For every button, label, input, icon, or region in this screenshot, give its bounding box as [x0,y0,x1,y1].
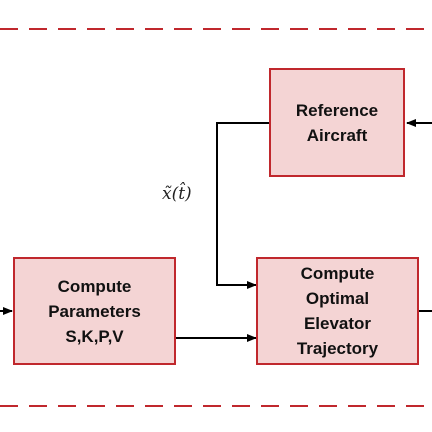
block-label-line: Compute [57,276,132,296]
block-label-line: Compute [300,264,375,283]
block-label-line: Trajectory [296,339,379,358]
block-label-line: Reference [295,100,379,120]
block-label-line: Parameters [48,301,141,321]
compute-parameters-block: Compute Parameters S,K,P,V [13,257,176,365]
reference-aircraft-block: Reference Aircraft [269,68,405,177]
compute-parameters-label: Compute Parameters S,K,P,V [48,274,141,349]
block-label-line: Aircraft [306,125,368,145]
block-label-line: Optimal [305,289,370,308]
compute-trajectory-block: Compute Optimal Elevator Trajectory [256,257,419,365]
reference-aircraft-label: Reference Aircraft [296,98,378,148]
signal-label: x̃(t̂) [162,184,192,204]
reference-to-trajectory-arrow [216,122,270,289]
compute-trajectory-label: Compute Optimal Elevator Trajectory [297,261,378,361]
block-label-line: Elevator [303,314,372,333]
block-label-line: S,K,P,V [65,326,124,346]
